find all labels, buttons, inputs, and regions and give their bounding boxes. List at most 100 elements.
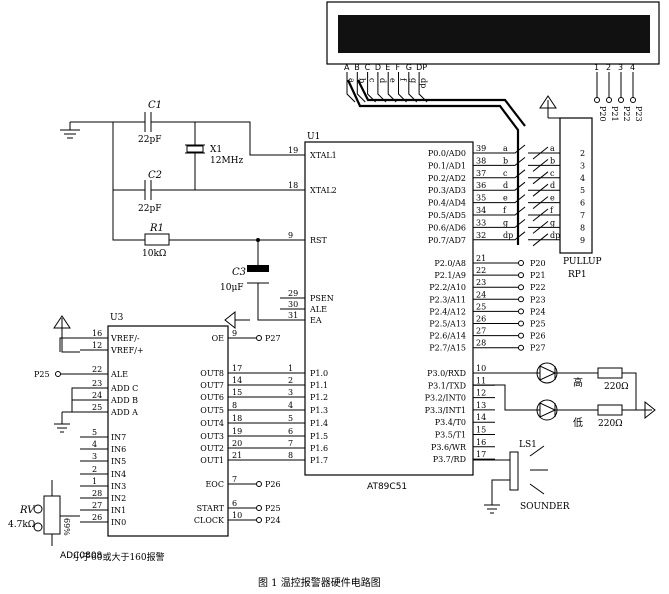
u1-pin-number: 6 xyxy=(288,427,293,436)
u1-pin-number: 12 xyxy=(476,389,486,398)
u1-pin-wire xyxy=(473,181,526,191)
u1-pin-number: 1 xyxy=(288,364,293,373)
u1-pin-number: 28 xyxy=(476,339,486,348)
u1-pin-name: P3.7/RD xyxy=(433,455,466,464)
led-high-label: 高 xyxy=(573,376,583,389)
u1-pin-number: 37 xyxy=(476,169,486,178)
net-terminal xyxy=(518,344,524,351)
u1-net-label: P27 xyxy=(530,344,546,353)
lcd-seg-pin: g xyxy=(409,78,418,83)
u3-ref: U3 xyxy=(110,313,124,323)
r-low-value: 220Ω xyxy=(598,419,623,429)
u1-net-label: P20 xyxy=(530,259,546,268)
u3-pin-name: IN5 xyxy=(111,457,126,466)
u1-net-label: dp xyxy=(503,231,513,240)
u3-pin-name: OUT5 xyxy=(200,406,224,415)
u3-pin-name: START xyxy=(197,504,225,513)
u1-net-label: b xyxy=(503,156,508,165)
u3-pin-number: 8 xyxy=(232,401,237,410)
u1-pin-name: P2.0/A8 xyxy=(434,259,466,268)
lcd-seg-label: A xyxy=(344,63,350,72)
lcd-seg-wire xyxy=(356,72,366,103)
u1-pin-name: P0.1/AD1 xyxy=(428,161,466,170)
u1-pin-name: P2.1/A9 xyxy=(434,271,466,280)
lcd-seg-wire xyxy=(367,72,376,103)
lcd-digit-terminal xyxy=(630,97,636,103)
lcd-seg-label: B xyxy=(354,63,360,72)
speaker-ref: LS1 xyxy=(519,440,537,450)
u1-net-label: P22 xyxy=(530,283,546,292)
u1-pin-name: P0.5/AD5 xyxy=(428,211,466,220)
lcd-digit-label: P22 xyxy=(622,106,631,122)
lcd-seg-label: DP xyxy=(416,63,427,72)
u3-pin-name: IN2 xyxy=(111,494,126,503)
net-terminal xyxy=(256,517,262,523)
u3-name: ADC0808 xyxy=(60,551,103,561)
rp1-pin-number: 8 xyxy=(580,223,585,232)
u1-pin-number: 15 xyxy=(476,426,486,435)
u1-pin-number: 32 xyxy=(476,231,486,240)
rp1-vcc-arrow xyxy=(539,95,557,118)
pot-value: 4.7kΩ xyxy=(8,520,35,530)
c1-label: C1 xyxy=(148,100,162,111)
u3-pin-number: 12 xyxy=(92,341,102,350)
u1-pin-number: 30 xyxy=(288,300,298,309)
pot-label: RV xyxy=(19,505,36,516)
u1-pin-name: P3.0/RXD xyxy=(427,369,466,378)
u1-pin-name: RST xyxy=(310,236,328,245)
led-high xyxy=(473,362,637,410)
u3-pin-name: ADD B xyxy=(110,396,138,405)
u3-pin-name: IN0 xyxy=(111,518,126,527)
c2-label: C2 xyxy=(148,170,162,181)
rp1-pin-number: 7 xyxy=(580,211,585,220)
u3-pin-number: 2 xyxy=(92,465,97,474)
u1-pin-wire xyxy=(473,144,526,154)
rp1-pin-number: 3 xyxy=(580,161,585,170)
lcd-digit-label: P23 xyxy=(634,106,643,122)
rp1-net-label: dp xyxy=(550,231,560,240)
u1-pin-name: P2.5/A13 xyxy=(429,320,466,329)
u3-pin-name: OUT2 xyxy=(200,444,224,453)
u3-pin-name: IN4 xyxy=(111,470,126,479)
u1-pin-number: 13 xyxy=(476,401,486,410)
u3-ale-net: P25 xyxy=(34,370,50,379)
u1-net-label: d xyxy=(503,181,508,190)
u3-pin-name: OUT4 xyxy=(200,419,224,428)
u1-pin-number: 21 xyxy=(476,254,486,263)
u3-pin-name: IN1 xyxy=(111,506,126,515)
lcd-seg-label: E xyxy=(385,63,390,72)
u3-pin-name: IN6 xyxy=(111,445,126,454)
u3-ale-terminal xyxy=(55,371,61,377)
rp1-name: PULLUP xyxy=(563,257,602,267)
u1-pin-number: 14 xyxy=(476,413,486,422)
net-terminal xyxy=(518,332,524,339)
potentiometer xyxy=(33,480,80,546)
u1-net-label: a xyxy=(503,144,508,153)
alarm-annotation: 小于60或大于160报警 xyxy=(73,551,165,563)
u1-pin-number: 3 xyxy=(288,388,293,397)
u3-pin-name: IN7 xyxy=(111,433,126,442)
u1-pin-number: 16 xyxy=(476,438,486,447)
u3-pin-name: VREF/- xyxy=(110,334,140,343)
c3-value: 10μF xyxy=(220,283,244,293)
u1-pin-number: 11 xyxy=(476,376,486,385)
u3-pin-number: 10 xyxy=(232,511,242,520)
lcd-seg-pin: e xyxy=(388,78,397,83)
u3-pin-name: ADD A xyxy=(110,408,138,417)
u3-pin-number: 26 xyxy=(92,513,102,522)
u3-pin-number: 3 xyxy=(92,452,97,461)
u1-net-label: P24 xyxy=(530,307,546,316)
vref-vcc-arrow xyxy=(53,315,80,353)
u1-pin-number: 22 xyxy=(476,266,486,275)
x1-value: 12MHz xyxy=(210,156,244,166)
u1-pin-name: P1.3 xyxy=(310,406,328,415)
u1-net-label: g xyxy=(503,218,508,227)
u3-pin-name: OUT8 xyxy=(200,369,224,378)
u1-pin-name: XTAL1 xyxy=(310,151,337,160)
u3-pin-number: 28 xyxy=(92,489,102,498)
led-low xyxy=(473,384,656,421)
crystal-circuit xyxy=(60,112,305,330)
